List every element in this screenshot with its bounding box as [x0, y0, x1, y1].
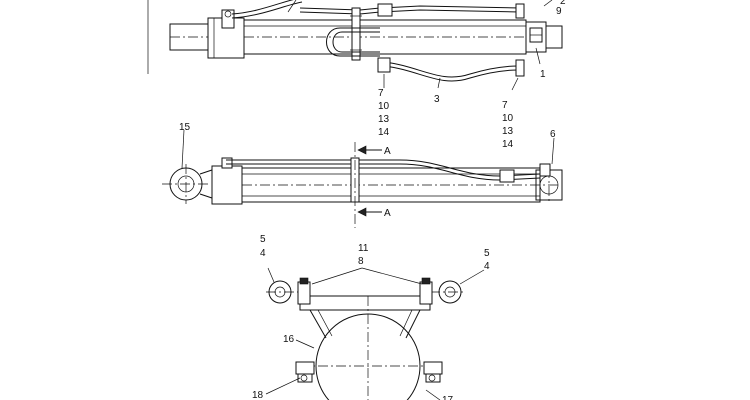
label-16: 16	[283, 334, 295, 345]
center-stack-item: 8	[358, 256, 364, 267]
top-stack-right: 7 10 13 14	[502, 100, 514, 150]
stack-left-item: 14	[378, 127, 390, 138]
top-lower-hose	[383, 61, 519, 78]
top-label-1: 1	[540, 69, 546, 80]
section-left-stack: 5 4	[260, 234, 266, 259]
left-stack-item: 4	[260, 248, 266, 259]
mid-cylinder-head	[211, 165, 243, 205]
top-label-3: 3	[434, 94, 440, 105]
label-6: 6	[550, 129, 556, 140]
stack-left-item: 13	[378, 114, 390, 125]
left-stack-item: 5	[260, 234, 266, 245]
stack-left-item: 7	[378, 88, 384, 99]
mid-hose	[226, 159, 541, 177]
section-center-stack: 11 8	[358, 243, 369, 267]
right-stack-item: 4	[484, 261, 490, 272]
top-cylinder-eye	[545, 25, 563, 49]
top-label-2: 2	[560, 0, 566, 7]
stack-right-item: 14	[502, 139, 514, 150]
section-left-bolt	[295, 361, 315, 375]
top-hose-fitting	[377, 3, 393, 17]
stack-right-item: 13	[502, 126, 514, 137]
center-stack-item: 11	[358, 243, 369, 254]
top-label-9: 9	[556, 6, 562, 17]
section-marker-top: A	[384, 146, 391, 157]
stack-left-item: 10	[378, 101, 390, 112]
stack-right-item: 7	[502, 100, 508, 111]
top-u-pipe	[326, 27, 380, 57]
top-stack-left: 7 10 13 14	[378, 88, 390, 138]
section-right-stack: 5 4	[484, 248, 490, 272]
stack-right-item: 10	[502, 113, 514, 124]
label-18: 18	[252, 390, 264, 400]
right-stack-item: 5	[484, 248, 490, 259]
top-clamp-bracket	[351, 7, 361, 61]
section-top-plate	[299, 295, 431, 311]
label-17: 17	[442, 395, 454, 400]
top-cylinder-view	[169, 0, 563, 91]
middle-cylinder-view	[162, 129, 563, 228]
top-head-fitting	[221, 9, 235, 29]
section-right-bolt	[423, 361, 443, 375]
section-view	[265, 267, 485, 400]
label-15: 15	[179, 122, 191, 133]
section-marker-bottom: A	[384, 208, 391, 219]
